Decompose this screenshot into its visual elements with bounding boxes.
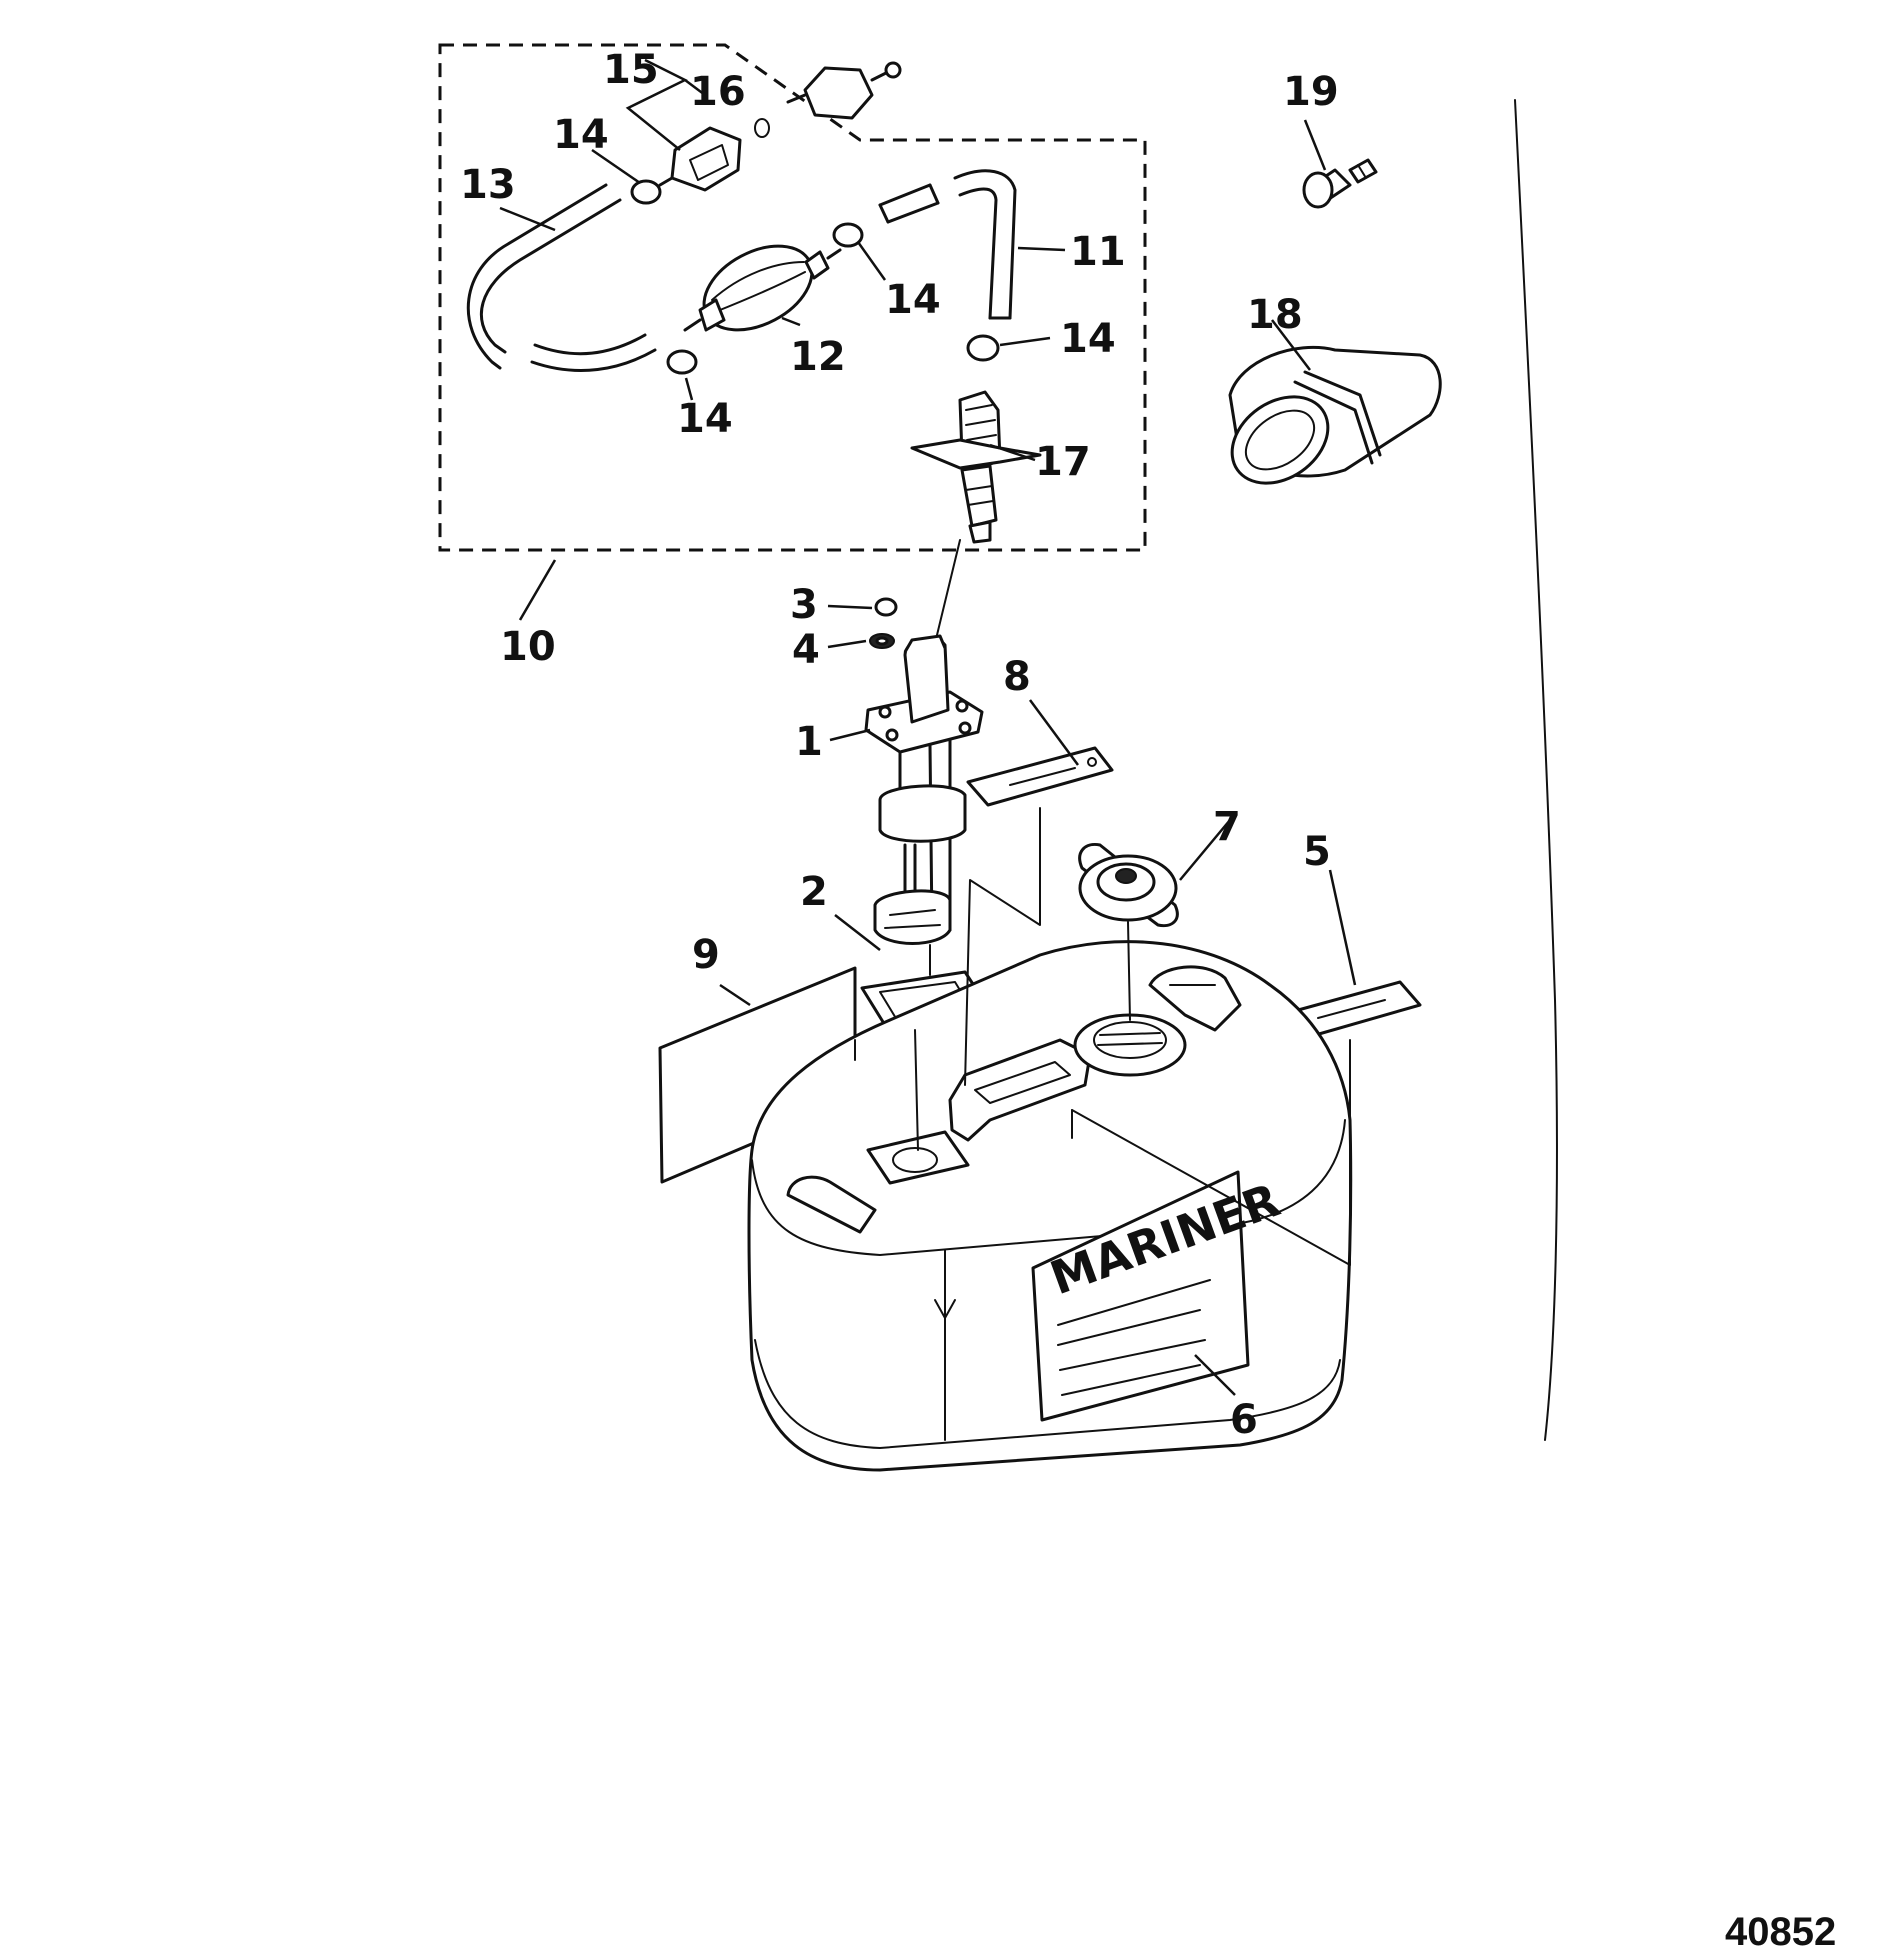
callout-14-middle: 14 bbox=[885, 277, 941, 323]
page-edge-line bbox=[1514, 99, 1558, 1441]
pickup-assembly bbox=[864, 597, 984, 945]
fitting-19 bbox=[1302, 158, 1378, 209]
callout-12: 12 bbox=[790, 334, 846, 380]
callout-14-top-left: 14 bbox=[553, 112, 609, 158]
callout-labels: 15 16 14 13 19 11 14 12 14 18 14 17 10 3… bbox=[460, 47, 1339, 1443]
callout-leaders bbox=[499, 58, 1357, 1396]
callout-11: 11 bbox=[1070, 229, 1126, 275]
callout-6: 6 bbox=[1230, 1397, 1258, 1443]
callout-9: 9 bbox=[692, 932, 720, 978]
callout-16: 16 bbox=[690, 69, 746, 115]
callout-8: 8 bbox=[1003, 654, 1031, 700]
callout-4: 4 bbox=[792, 627, 820, 673]
callout-1: 1 bbox=[795, 719, 823, 765]
callout-10: 10 bbox=[500, 624, 556, 670]
callout-15: 15 bbox=[603, 47, 659, 93]
callout-3: 3 bbox=[790, 582, 818, 628]
callout-19: 19 bbox=[1283, 69, 1339, 115]
figure-number: 40852 bbox=[1725, 1910, 1836, 1954]
callout-14-right: 14 bbox=[1060, 316, 1116, 362]
fuel-cap-7 bbox=[1078, 842, 1179, 928]
callout-18: 18 bbox=[1247, 292, 1303, 338]
callout-17: 17 bbox=[1035, 439, 1091, 485]
callout-14-bottom: 14 bbox=[677, 396, 733, 442]
callout-13: 13 bbox=[460, 162, 516, 208]
tank-bag-18 bbox=[1228, 345, 1442, 485]
decal-8 bbox=[966, 746, 1114, 807]
fuel-line-kit-boundary bbox=[438, 43, 1147, 552]
fuel-line-assembly bbox=[466, 61, 1042, 544]
callout-5: 5 bbox=[1303, 829, 1331, 875]
alignment-lines bbox=[854, 539, 1351, 1266]
callout-7: 7 bbox=[1213, 804, 1241, 850]
callout-2: 2 bbox=[800, 869, 828, 915]
fuel-tank-6: MARINER bbox=[747, 940, 1353, 1472]
